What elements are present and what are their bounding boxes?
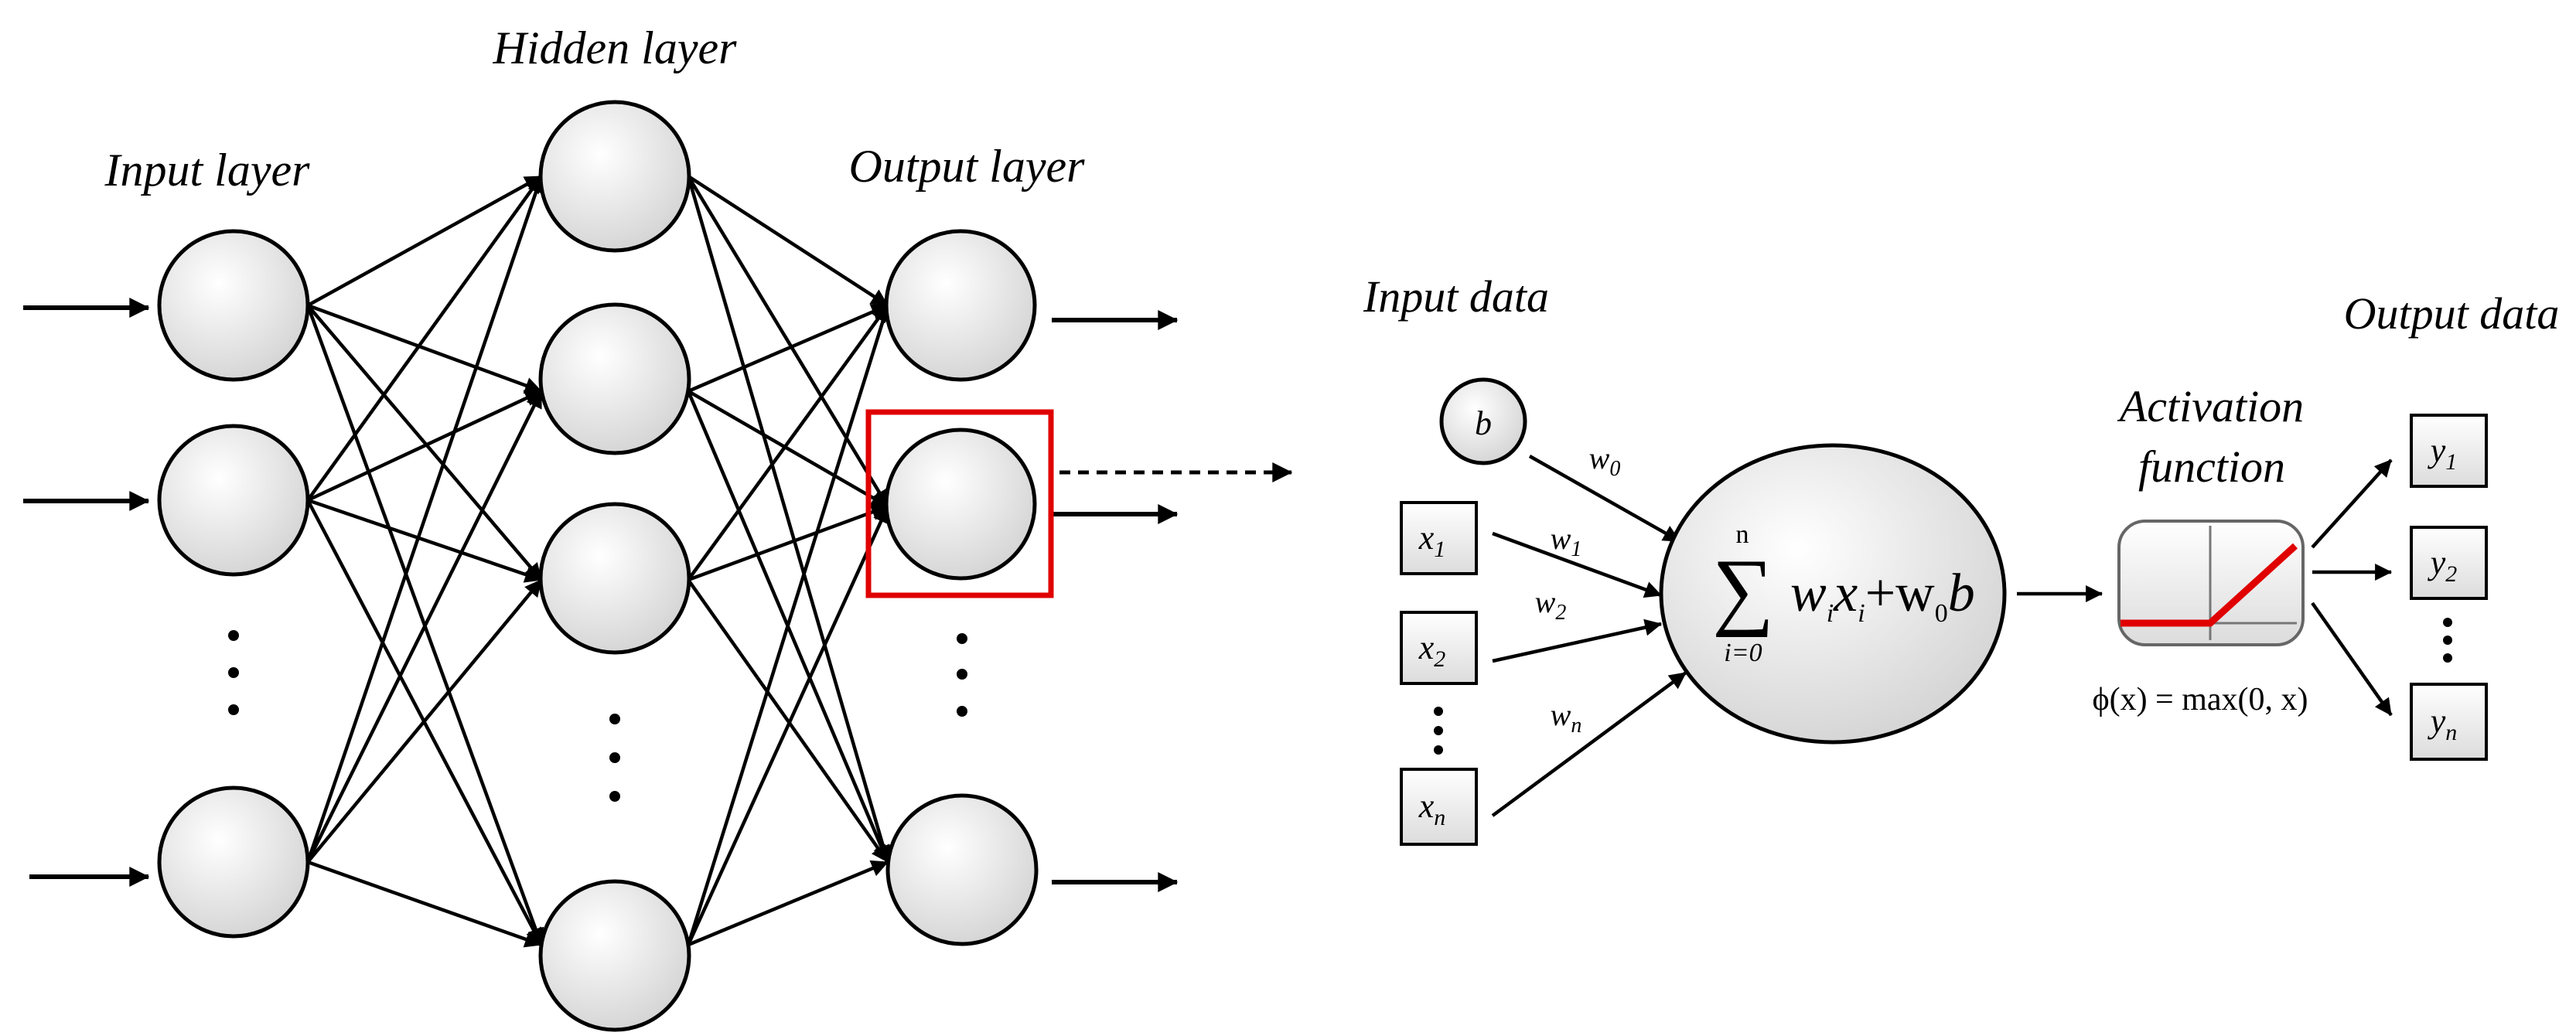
- input-box-x1: [1400, 501, 1478, 575]
- edge: [307, 860, 543, 948]
- edge: [306, 175, 543, 502]
- ellipsis-dot: [228, 630, 239, 641]
- output-connections: [2311, 458, 2393, 717]
- edge: [307, 389, 542, 503]
- highlight-box: [865, 409, 1054, 598]
- edge: [686, 304, 892, 946]
- weight-w1-label: w1: [1551, 521, 1582, 561]
- sum-symbol: ∑: [1712, 542, 1774, 638]
- sum-lower-limit: i=0: [1724, 639, 1762, 667]
- edge: [686, 505, 890, 946]
- ellipsis-dot: [228, 704, 239, 715]
- weight-arrow: [1492, 619, 1663, 663]
- ellipsis-dot: [1434, 726, 1443, 735]
- ellipsis-dot: [609, 791, 620, 802]
- ellipsis-dot: [1434, 745, 1443, 755]
- input-x2-label: x2: [1418, 629, 1446, 672]
- input-box-xn: [1400, 768, 1478, 846]
- sum-upper-limit: n: [1736, 520, 1749, 549]
- ellipsis-dot: [957, 706, 967, 717]
- weighted-connections: [1491, 455, 1687, 817]
- input-node: [157, 424, 310, 577]
- edge: [307, 303, 543, 394]
- ellipsis-dot: [2443, 636, 2452, 645]
- ellipsis-dot: [609, 714, 620, 724]
- output-arrow: [2311, 601, 2393, 717]
- output-box-y2: [2410, 526, 2488, 600]
- edge: [687, 578, 889, 864]
- output-y2-label: y2: [2428, 544, 2458, 587]
- bias-label: b: [1475, 404, 1492, 442]
- activation-label-line1: Activation: [2117, 381, 2304, 431]
- bias-node: [1439, 377, 1527, 465]
- output-layer-label: Output layer: [849, 141, 1086, 192]
- input-x1-label: x1: [1418, 519, 1446, 562]
- edge: [688, 860, 889, 947]
- output-layer: [865, 229, 1054, 946]
- hidden-layer-label: Hidden layer: [493, 22, 738, 73]
- output-yn-label: yn: [2428, 702, 2458, 745]
- output-boxes: y1 y2 yn: [2410, 414, 2488, 761]
- input-node: [157, 786, 310, 939]
- ellipsis-dot: [957, 633, 967, 644]
- input-boxes: x1 x2 xn: [1400, 501, 1478, 846]
- edge: [686, 176, 892, 864]
- edge: [306, 578, 543, 864]
- hidden-node: [538, 502, 691, 655]
- edge: [687, 175, 889, 508]
- input-data-label: Input data: [1363, 271, 1549, 322]
- summation-node: [1659, 443, 2007, 745]
- edge: [306, 304, 543, 581]
- output-box-y1: [2410, 414, 2488, 488]
- input-layer: [157, 229, 310, 939]
- output-node: [884, 428, 1037, 581]
- activation-formula: ϕ(x) = max(0, x): [2092, 682, 2308, 717]
- edge: [307, 498, 543, 583]
- input-xn-label: xn: [1418, 787, 1446, 830]
- weight-wn-label: wn: [1551, 697, 1582, 738]
- sum-expression: wixi+w0b: [1790, 564, 1975, 628]
- activation-label-line2: function: [2138, 441, 2285, 492]
- input-node: [157, 229, 310, 382]
- input-box-x2: [1400, 611, 1478, 685]
- edge: [305, 390, 544, 863]
- ellipsis-dot: [1434, 707, 1443, 716]
- output-node: [885, 793, 1039, 946]
- input-arrows: [23, 298, 150, 887]
- weight-w0-label: w0: [1589, 441, 1621, 481]
- weight-w2-label: w2: [1535, 584, 1567, 625]
- output-y1-label: y1: [2428, 431, 2458, 475]
- hidden-node: [538, 302, 691, 455]
- edge: [688, 303, 889, 394]
- activation-function-box: [2117, 520, 2305, 646]
- weight-arrow: [1491, 671, 1687, 817]
- output-arrow: [2311, 458, 2393, 549]
- ellipsis-dot: [228, 667, 239, 678]
- ellipsis-dot: [957, 669, 967, 680]
- ellipsis-dot: [609, 752, 620, 763]
- hidden-node: [538, 100, 691, 253]
- edge: [687, 390, 889, 508]
- edge: [687, 304, 889, 581]
- network-edges: [305, 175, 892, 948]
- output-arrows: [1052, 310, 1293, 892]
- weight-arrow: [1492, 531, 1663, 598]
- input-layer-label: Input layer: [104, 145, 311, 196]
- output-node: [884, 229, 1037, 382]
- ellipsis-dot: [2443, 618, 2452, 627]
- edge: [688, 503, 889, 582]
- hidden-layer: [538, 100, 691, 1032]
- ellipsis-dot: [2443, 653, 2452, 663]
- relu-curve: [2121, 543, 2298, 627]
- edge: [687, 175, 889, 307]
- edge: [306, 175, 543, 307]
- output-box-yn: [2410, 683, 2488, 761]
- hidden-node: [538, 879, 691, 1032]
- weight-arrow: [1528, 455, 1681, 543]
- edge: [305, 175, 544, 863]
- output-data-label: Output data: [2344, 288, 2560, 339]
